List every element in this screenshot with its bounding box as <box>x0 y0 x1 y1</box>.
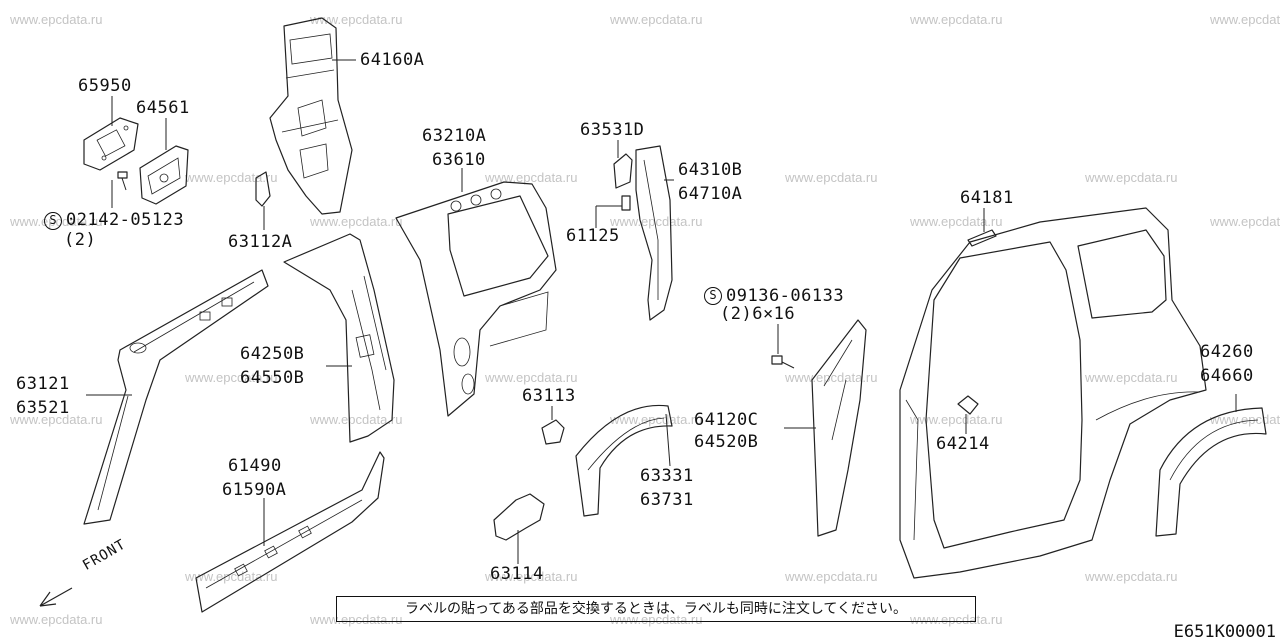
watermark: www.epcdata.ru <box>1210 412 1280 427</box>
part-65950-plate[interactable] <box>83 117 139 171</box>
label-63331[interactable]: 63331 <box>640 466 694 486</box>
watermark: www.epcdata.ru <box>485 370 578 385</box>
label-63112a[interactable]: 63112A <box>228 232 293 252</box>
label-64120c[interactable]: 64120C <box>694 410 759 430</box>
label-63521[interactable]: 63521 <box>16 398 70 418</box>
watermark: www.epcdata.ru <box>785 370 878 385</box>
watermark: www.epcdata.ru <box>310 412 403 427</box>
watermark: www.epcdata.ru <box>10 412 103 427</box>
label-09136-qty: (2)6×16 <box>720 304 796 324</box>
watermark: www.epcdata.ru <box>910 12 1003 27</box>
label-64214[interactable]: 64214 <box>936 434 990 454</box>
label-64310b[interactable]: 64310B <box>678 160 743 180</box>
label-64561[interactable]: 64561 <box>136 98 190 118</box>
label-61125[interactable]: 61125 <box>566 226 620 246</box>
part-64260-wheelhouse[interactable] <box>1155 407 1267 537</box>
label-65950[interactable]: 65950 <box>78 76 132 96</box>
watermark: www.epcdata.ru <box>1210 12 1280 27</box>
watermark: www.epcdata.ru <box>185 170 278 185</box>
watermark: www.epcdata.ru <box>310 214 403 229</box>
label-02142-qty: (2) <box>64 230 97 250</box>
part-63531d-bracket[interactable] <box>613 153 633 189</box>
label-09136-06133[interactable]: 09136-06133 <box>726 286 845 306</box>
part-63210a-panel[interactable] <box>395 181 557 417</box>
label-64660[interactable]: 64660 <box>1200 366 1254 386</box>
bolt-02142[interactable] <box>117 171 128 191</box>
watermark: www.epcdata.ru <box>785 170 878 185</box>
label-64160a[interactable]: 64160A <box>360 50 425 70</box>
label-64260[interactable]: 64260 <box>1200 342 1254 362</box>
part-63121-pillar[interactable] <box>83 269 269 525</box>
label-63210a[interactable]: 63210A <box>422 126 487 146</box>
watermark: www.epcdata.ru <box>610 412 703 427</box>
part-64561-bracket[interactable] <box>139 145 189 205</box>
s-mark-icon: S <box>44 212 62 230</box>
part-64160a-panel[interactable] <box>269 17 353 215</box>
part-64120c-pillar[interactable] <box>811 319 867 537</box>
label-notice: ラベルの貼ってある部品を交換するときは、ラベルも同時に注文してください。 <box>336 596 976 622</box>
watermark: www.epcdata.ru <box>910 612 1003 627</box>
watermark: www.epcdata.ru <box>910 214 1003 229</box>
label-64550b[interactable]: 64550B <box>240 368 305 388</box>
bolt-09136[interactable] <box>771 355 795 369</box>
label-61490[interactable]: 61490 <box>228 456 282 476</box>
part-63331-wheelhouse[interactable] <box>575 404 673 517</box>
label-02142-05123[interactable]: 02142-05123 <box>66 210 185 230</box>
part-64250b-pillar[interactable] <box>283 233 395 443</box>
label-64710a[interactable]: 64710A <box>678 184 743 204</box>
part-body-side-outer[interactable] <box>899 207 1207 579</box>
watermark: www.epcdata.ru <box>1210 214 1280 229</box>
label-64181[interactable]: 64181 <box>960 188 1014 208</box>
watermark: www.epcdata.ru <box>785 569 878 584</box>
part-61490-sill[interactable] <box>195 451 385 613</box>
part-63112a-bracket[interactable] <box>255 171 271 207</box>
label-63731[interactable]: 63731 <box>640 490 694 510</box>
watermark: www.epcdata.ru <box>310 612 403 627</box>
watermark: www.epcdata.ru <box>310 12 403 27</box>
watermark: www.epcdata.ru <box>10 12 103 27</box>
part-64181-clip[interactable] <box>967 229 997 247</box>
label-63113[interactable]: 63113 <box>522 386 576 406</box>
front-arrow-icon <box>39 587 73 607</box>
s-mark-icon: S <box>704 287 722 305</box>
watermark: www.epcdata.ru <box>10 612 103 627</box>
label-61590a[interactable]: 61590A <box>222 480 287 500</box>
part-63113-bracket[interactable] <box>541 419 565 445</box>
part-63114-bracket[interactable] <box>493 493 545 541</box>
watermark: www.epcdata.ru <box>610 214 703 229</box>
watermark: www.epcdata.ru <box>485 170 578 185</box>
part-61125-clip[interactable] <box>621 195 631 211</box>
watermark: www.epcdata.ru <box>1085 370 1178 385</box>
watermark: www.epcdata.ru <box>610 612 703 627</box>
part-64214-clip[interactable] <box>957 395 979 415</box>
watermark: www.epcdata.ru <box>610 12 703 27</box>
label-63610[interactable]: 63610 <box>432 150 486 170</box>
watermark: www.epcdata.ru <box>1085 569 1178 584</box>
watermark: www.epcdata.ru <box>1085 170 1178 185</box>
label-64520b[interactable]: 64520B <box>694 432 759 452</box>
watermark: www.epcdata.ru <box>485 569 578 584</box>
watermark: www.epcdata.ru <box>910 412 1003 427</box>
watermark: www.epcdata.ru <box>185 370 278 385</box>
label-63121[interactable]: 63121 <box>16 374 70 394</box>
label-63114[interactable]: 63114 <box>490 564 544 584</box>
label-64250b[interactable]: 64250B <box>240 344 305 364</box>
part-64310b-pillar[interactable] <box>635 145 673 321</box>
label-63531d[interactable]: 63531D <box>580 120 645 140</box>
diagram-code: E651K00001 <box>1173 622 1276 642</box>
